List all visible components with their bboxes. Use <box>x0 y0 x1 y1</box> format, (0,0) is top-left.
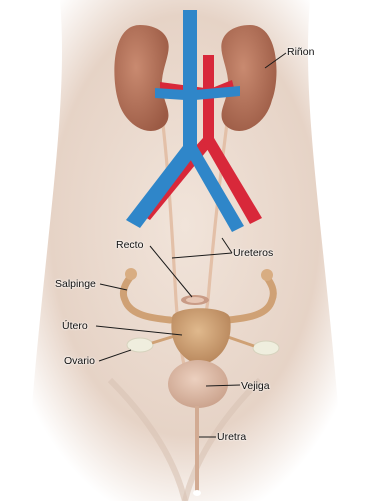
label-ureteros: Ureteros <box>233 247 273 259</box>
urethra-opening <box>193 490 201 496</box>
label-recto: Recto <box>116 239 143 251</box>
bladder <box>168 360 228 408</box>
label-salpinge: Salpinge <box>55 278 96 290</box>
label-uretra: Uretra <box>217 431 246 443</box>
label-ovario: Ovario <box>64 355 95 367</box>
label-vejiga: Vejiga <box>241 380 270 392</box>
ovary-right <box>253 341 279 355</box>
vena-cava <box>183 10 197 150</box>
label-rinon: Riñon <box>287 46 314 58</box>
rectum-inner <box>186 297 204 303</box>
renal-vein-left <box>155 88 185 100</box>
fimbria-right <box>261 269 273 281</box>
fimbria-left <box>125 268 137 280</box>
label-utero: Útero <box>62 320 88 332</box>
